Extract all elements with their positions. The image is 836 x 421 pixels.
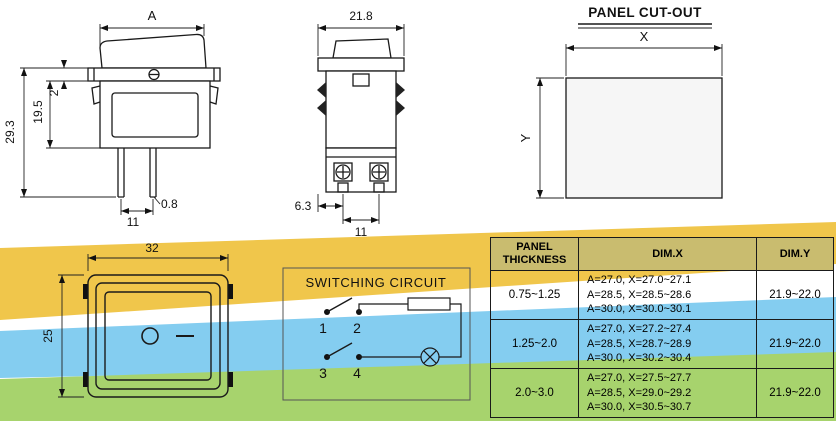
circuit-frame [282, 267, 471, 401]
lamp-cross [423, 350, 437, 364]
dim-19-5-label: 19.5 [31, 100, 45, 124]
dimx-line: A=27.0, X=27.2~27.4 [587, 323, 692, 336]
dim-32-label: 32 [145, 241, 159, 255]
switch-body [99, 80, 211, 149]
face-inner-frame [95, 282, 221, 390]
terminal-3-label: 3 [319, 365, 327, 381]
dimx-line: A=27.0, X=27.5~27.7 [587, 372, 692, 385]
dimx-cell: A=27.0, X=27.2~27.4 A=28.5, X=28.7~28.9 … [578, 319, 757, 369]
rocker-actuator [99, 33, 207, 69]
circuit-title: SWITCHING CIRCUIT [306, 275, 447, 290]
dimx-line: A=30.0, X=30.0~30.1 [587, 303, 692, 316]
corner-clip [228, 372, 233, 387]
terminal-2-label: 2 [353, 320, 361, 336]
terminal-4-label: 4 [353, 365, 361, 381]
face-outer-frame [87, 274, 229, 398]
dim-6-3-label: 6.3 [295, 199, 312, 213]
thickness-cell: 2.0~3.0 [490, 368, 579, 418]
dimy-cell: 21.9~22.0 [756, 368, 834, 418]
screw-icon-left [335, 164, 351, 180]
dimx-line: A=28.5, X=28.7~28.9 [587, 337, 692, 350]
dimx-line: A=28.5, X=28.5~28.6 [587, 288, 692, 301]
cutout-rectangle [565, 77, 723, 199]
resistor-icon [407, 297, 451, 311]
col-header-panel-thickness: PANEL THICKNESS [490, 237, 579, 271]
thickness-cell: 1.25~2.0 [490, 319, 579, 369]
dim-y-label: Y [518, 133, 533, 142]
table-row: 2.0~3.0 A=27.0, X=27.5~27.7 A=28.5, X=29… [490, 368, 834, 418]
body-side [325, 70, 397, 149]
dimx-cell: A=27.0, X=27.5~27.7 A=28.5, X=29.0~29.2 … [578, 368, 757, 418]
panel-cutout-drawing: PANEL CUT-OUT X Y [518, 5, 723, 199]
face-view-drawing: 32 25 [41, 241, 233, 398]
mounting-clip-right [209, 85, 219, 105]
panel-cutout-title: PANEL CUT-OUT [588, 5, 702, 20]
spade-terminal-right [373, 182, 385, 193]
terminal-left [117, 148, 125, 198]
dimy-cell: 21.9~22.0 [756, 270, 834, 320]
dim-25-label: 25 [41, 329, 55, 343]
corner-clip [83, 372, 88, 387]
flange-side [317, 57, 405, 72]
spade-terminal-left [337, 182, 349, 193]
col-header-dim-x: DIM.X [578, 237, 757, 271]
table-row: 0.75~1.25 A=27.0, X=27.0~27.1 A=28.5, X=… [490, 270, 834, 320]
thickness-cell: 0.75~1.25 [490, 270, 579, 320]
dimx-line: A=28.5, X=29.0~29.2 [587, 386, 692, 399]
panel-dimension-table: PANEL THICKNESS DIM.X DIM.Y 0.75~1.25 A=… [490, 237, 834, 418]
dim-29-3-label: 29.3 [3, 120, 17, 144]
dim-0-8-label: 0.8 [161, 197, 178, 211]
switch-blade [326, 297, 353, 313]
dimx-cell: A=27.0, X=27.0~27.1 A=28.5, X=28.5~28.6 … [578, 270, 757, 320]
dim-a-label: A [148, 8, 157, 23]
wire [439, 303, 462, 358]
col-header-dim-y: DIM.Y [756, 237, 834, 271]
terminal-1-label: 1 [319, 320, 327, 336]
front-view-drawing: A 29.3 19.5 2 11 0.8 [3, 8, 221, 229]
switch-blade [326, 342, 353, 358]
top-tab [352, 73, 370, 87]
dim-11-label: 11 [127, 215, 140, 229]
side-view-drawing: 21.8 6.3 11 [295, 9, 405, 239]
dimx-line: A=27.0, X=27.0~27.1 [587, 274, 692, 287]
mounting-clip-left [91, 85, 101, 105]
screw-housing-left [333, 162, 353, 182]
corner-clip [83, 284, 88, 299]
table-header-row: PANEL THICKNESS DIM.X DIM.Y [490, 237, 834, 271]
table-row: 1.25~2.0 A=27.0, X=27.2~27.4 A=28.5, X=2… [490, 319, 834, 369]
indicator-circle-icon [141, 327, 159, 345]
dimy-cell: 21.9~22.0 [756, 319, 834, 369]
dim-21-8-label: 21.8 [349, 9, 373, 23]
rocker-face [104, 291, 212, 381]
screw-housing-right [369, 162, 389, 182]
rocker-side [332, 38, 392, 59]
dim-11-side-label: 11 [355, 225, 368, 239]
body-recess [111, 92, 199, 138]
dimx-line: A=30.0, X=30.5~30.7 [587, 401, 692, 414]
dim-x-label: X [640, 29, 649, 44]
screw-icon-right [371, 164, 387, 180]
corner-clip [228, 284, 233, 299]
dim-2-label: 2 [47, 89, 61, 96]
dimx-line: A=30.0, X=30.2~30.4 [587, 352, 692, 365]
spring-clip-left [317, 82, 326, 116]
spring-clip-right [396, 82, 405, 116]
switching-circuit-diagram: SWITCHING CIRCUIT 1 2 3 4 [282, 267, 471, 401]
terminal-right [149, 148, 157, 198]
wire [358, 303, 408, 312]
